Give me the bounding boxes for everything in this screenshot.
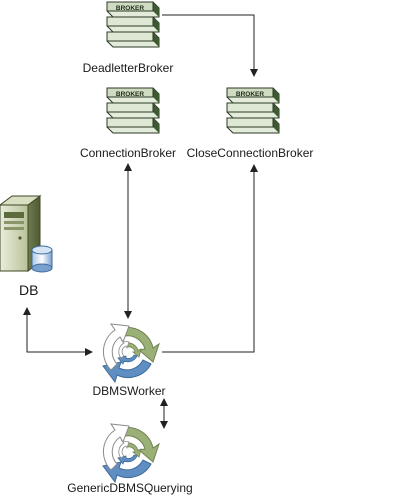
deadletter-broker-badge: BROKER	[116, 5, 144, 12]
close-connection-broker-label: CloseConnectionBroker	[186, 146, 314, 160]
edge-dbmsworker-to-closeconnection	[162, 164, 258, 353]
db-cylinder-icon	[31, 245, 53, 273]
generic-dbms-querying-label: GenericDBMSQuerying	[67, 481, 193, 495]
close-connection-broker-icon: BROKER	[226, 87, 280, 134]
dbms-worker-label: DBMSWorker	[92, 384, 166, 398]
db-server-icon	[0, 195, 42, 272]
edge-db-dbmsworker	[23, 307, 93, 356]
close-connection-broker-badge: BROKER	[236, 91, 264, 98]
connection-broker-icon: BROKER	[106, 87, 160, 134]
connection-broker-badge: BROKER	[116, 91, 144, 98]
deadletter-broker-label: DeadletterBroker	[82, 61, 174, 75]
dbms-worker-cycle-icon	[102, 323, 160, 383]
connectors	[23, 14, 258, 429]
edge-deadletter-to-closeconnection	[162, 14, 258, 77]
db-label: DB	[19, 282, 39, 298]
deadletter-broker-icon: BROKER	[106, 1, 160, 48]
connection-broker-label: ConnectionBroker	[79, 146, 177, 160]
generic-dbms-querying-cycle-icon	[102, 423, 160, 483]
